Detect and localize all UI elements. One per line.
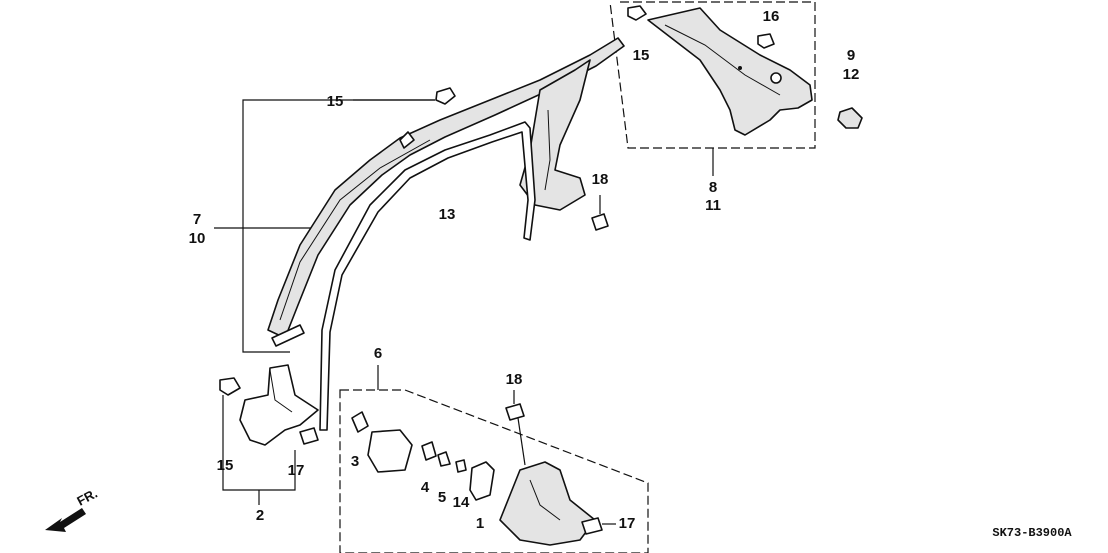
clip-15-top (435, 87, 456, 105)
callout-1: 1 (476, 515, 484, 532)
callout-9: 9 (847, 47, 855, 64)
callout-2: 2 (256, 507, 264, 524)
callout-8: 8 (709, 179, 717, 196)
rear-pillar-garnish (647, 7, 813, 136)
callout-10: 10 (189, 230, 206, 247)
cover-1 (469, 461, 495, 501)
clip-16 (757, 33, 775, 49)
front-kick-panel (239, 364, 319, 446)
callout-14: 14 (453, 494, 470, 511)
clip-5 (437, 451, 451, 467)
callout-18-bottom: 18 (506, 371, 523, 388)
screw-14 (455, 459, 467, 473)
callout-3: 3 (351, 453, 359, 470)
callout-5: 5 (438, 489, 446, 506)
callout-7: 7 (193, 211, 201, 228)
door-opening-weatherstrip (319, 121, 536, 431)
callout-17-left: 17 (288, 462, 305, 479)
clip-15-left (219, 377, 241, 396)
group-box-rear-pillar (609, 1, 816, 176)
callout-15-right: 15 (633, 47, 650, 64)
callout-17-right: 17 (619, 515, 636, 532)
clip-3 (351, 411, 369, 433)
diagram-code: SK73-B3900A (992, 526, 1072, 540)
group-bracket-kick-panel (222, 395, 296, 505)
direction-label: FR. (74, 486, 100, 509)
center-pillar-upper-garnish (519, 59, 591, 211)
center-pillar-lower-garnish (499, 461, 596, 546)
bolt-18-bottom (505, 390, 526, 466)
clip-4 (421, 441, 437, 461)
bolt-18-top (591, 195, 609, 231)
callout-4: 4 (421, 479, 430, 496)
callout-11: 11 (705, 197, 721, 214)
callout-13: 13 (439, 206, 456, 223)
callout-18-top: 18 (592, 171, 609, 188)
bracket-3 (367, 429, 413, 473)
clip-15-right (627, 5, 647, 21)
front-direction-arrow (45, 508, 86, 532)
clip-17-right (581, 517, 603, 535)
callout-6: 6 (374, 345, 382, 362)
rear-pillar-cap (837, 107, 863, 129)
callout-12: 12 (843, 66, 860, 83)
callout-15-left: 15 (217, 457, 234, 474)
group-box-center-pillar-lower (339, 365, 649, 553)
callout-15-top: 15 (327, 93, 344, 110)
callout-16: 16 (763, 8, 780, 25)
